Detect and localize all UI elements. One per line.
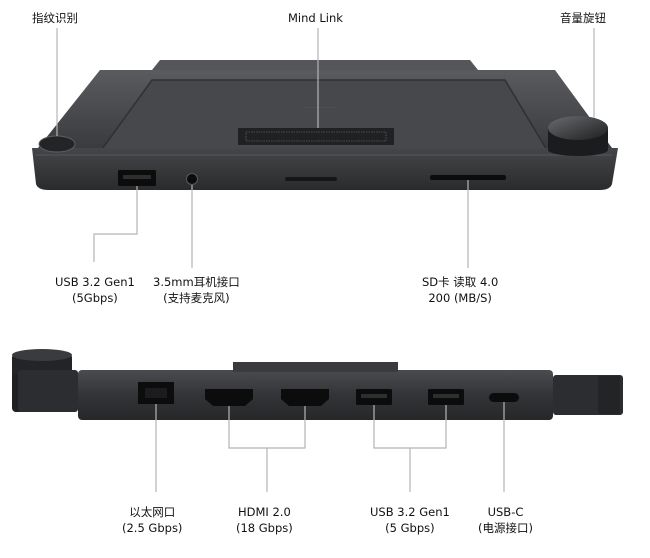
top-callout-lines xyxy=(56,28,595,268)
top-plate xyxy=(152,60,478,70)
usb-rear-label-line2: (5 Gbps) xyxy=(385,521,435,535)
fingerprint-sensor xyxy=(38,135,76,153)
hdmi-port-1 xyxy=(205,389,253,406)
sd-card-label: SD卡 读取 4.0 200 (MB/S) xyxy=(422,274,498,306)
volume-knob-label: 音量旋钮 xyxy=(560,10,606,26)
usb-front-label: USB 3.2 Gen1 (5Gbps) xyxy=(55,274,135,306)
audio-jack-label: 3.5mm耳机接口 (支持麦克风) xyxy=(153,274,240,306)
audio-jack xyxy=(186,173,198,185)
sd-card-label-line1: SD卡 读取 4.0 xyxy=(422,275,499,289)
hdmi-label: HDMI 2.0 (18 Gbps) xyxy=(236,504,293,536)
hdmi-port-2 xyxy=(281,389,329,406)
usb-rear-label: USB 3.2 Gen1 (5 Gbps) xyxy=(370,504,450,536)
usb-front-label-line2: (5Gbps) xyxy=(72,291,118,305)
hdmi-label-line1: HDMI 2.0 xyxy=(238,505,291,519)
fingerprint-label-text: 指纹识别 xyxy=(32,11,78,25)
svg-text:—————: ————— xyxy=(305,104,335,111)
fingerprint-label: 指纹识别 xyxy=(32,10,78,26)
audio-jack-label-line1: 3.5mm耳机接口 xyxy=(153,275,240,289)
sd-card-label-line2: 200 (MB/S) xyxy=(428,291,492,305)
usb-c-label-line1: USB-C xyxy=(487,505,524,519)
audio-jack-label-line2: (支持麦克风) xyxy=(163,291,230,305)
hdmi-label-line2: (18 Gbps) xyxy=(236,521,293,535)
volume-knob-label-text: 音量旋钮 xyxy=(560,11,606,25)
top-view-device: ————— xyxy=(32,60,618,190)
ethernet-label-line1: 以太网口 xyxy=(129,505,176,519)
mind-link-label-text: Mind Link xyxy=(288,11,343,25)
volume-knob xyxy=(548,116,608,140)
ethernet-label-line2: (2.5 Gbps) xyxy=(122,521,183,535)
usb-c-port xyxy=(489,393,519,402)
mind-link-label: Mind Link xyxy=(288,10,343,26)
usb-front-label-line1: USB 3.2 Gen1 xyxy=(55,275,135,289)
usb-c-label-line2: (电源接口) xyxy=(478,521,533,535)
usb-c-label: USB-C (电源接口) xyxy=(478,504,533,536)
vent-slot xyxy=(285,177,337,181)
rear-view-device xyxy=(12,349,623,420)
ethernet-label: 以太网口 (2.5 Gbps) xyxy=(122,504,182,536)
sd-card-slot xyxy=(430,175,506,180)
usb-rear-label-line1: USB 3.2 Gen1 xyxy=(370,505,450,519)
rear-callout-lines xyxy=(155,402,505,492)
mind-link-connector xyxy=(238,128,394,145)
